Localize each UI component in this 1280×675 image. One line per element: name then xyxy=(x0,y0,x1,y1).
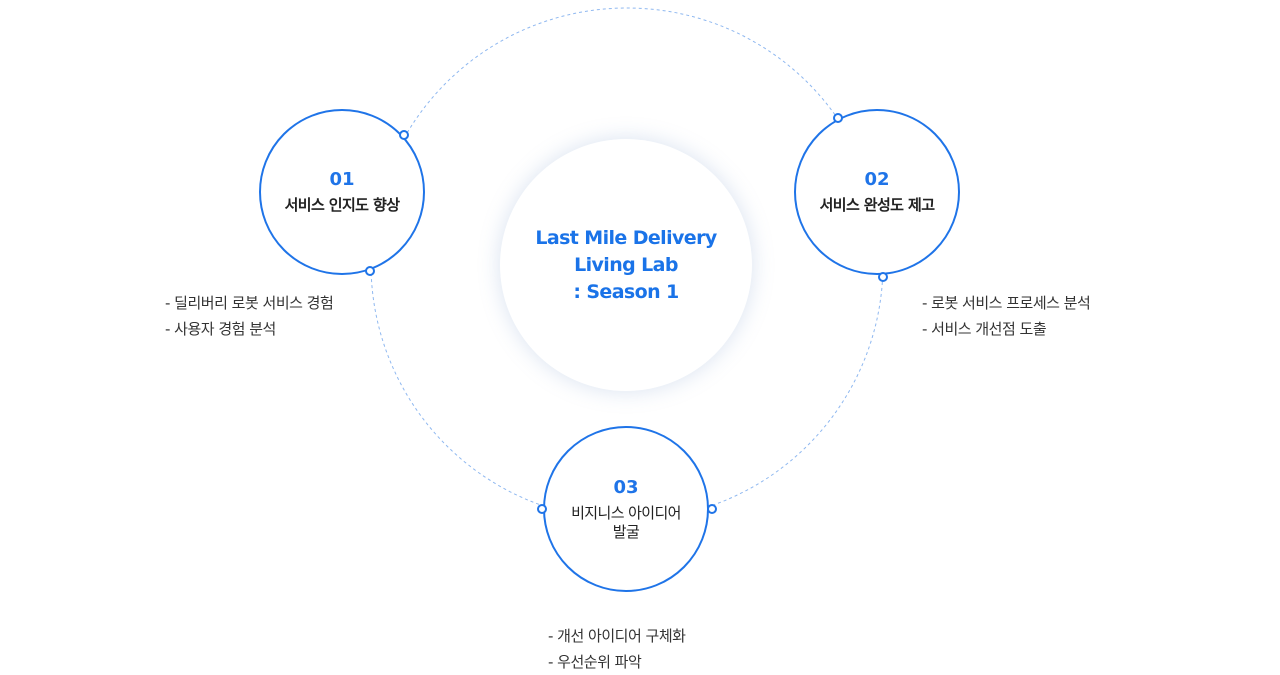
connector-dot xyxy=(833,113,843,123)
step-number-1: 01 xyxy=(329,169,355,190)
step-label-2: 서비스 완성도 제고 xyxy=(819,196,935,214)
detail-item: - 개선 아이디어 구체화 xyxy=(548,627,686,645)
center-title: Last Mile Delivery Living Lab : Season 1 xyxy=(535,226,717,303)
connector-dot xyxy=(399,130,409,140)
detail-item: - 딜리버리 로봇 서비스 경험 xyxy=(165,294,334,312)
connector-dot xyxy=(707,504,717,514)
detail-item: - 로봇 서비스 프로세스 분석 xyxy=(922,294,1091,312)
step-circle-1: 01 서비스 인지도 향상 xyxy=(259,109,425,275)
detail-item: - 사용자 경험 분석 xyxy=(165,320,276,338)
detail-item: - 서비스 개선점 도출 xyxy=(922,320,1047,338)
detail-item: - 우선순위 파악 xyxy=(548,653,642,671)
connector-dot xyxy=(365,266,375,276)
step-1-details: - 딜리버리 로봇 서비스 경험 - 사용자 경험 분석 xyxy=(165,290,334,342)
step-2-details: - 로봇 서비스 프로세스 분석 - 서비스 개선점 도출 xyxy=(922,290,1091,342)
connector-dot xyxy=(878,272,888,282)
step-3-details: - 개선 아이디어 구체화 - 우선순위 파악 xyxy=(548,623,686,675)
step-number-2: 02 xyxy=(864,169,890,190)
step-label-1: 서비스 인지도 향상 xyxy=(284,196,400,214)
step-label-3: 비지니스 아이디어 발굴 xyxy=(571,503,681,541)
connector-dot xyxy=(537,504,547,514)
center-circle: Last Mile Delivery Living Lab : Season 1 xyxy=(500,139,752,391)
step-circle-2: 02 서비스 완성도 제고 xyxy=(794,109,960,275)
step-number-3: 03 xyxy=(613,476,639,498)
step-circle-3: 03 비지니스 아이디어 발굴 xyxy=(543,426,709,592)
